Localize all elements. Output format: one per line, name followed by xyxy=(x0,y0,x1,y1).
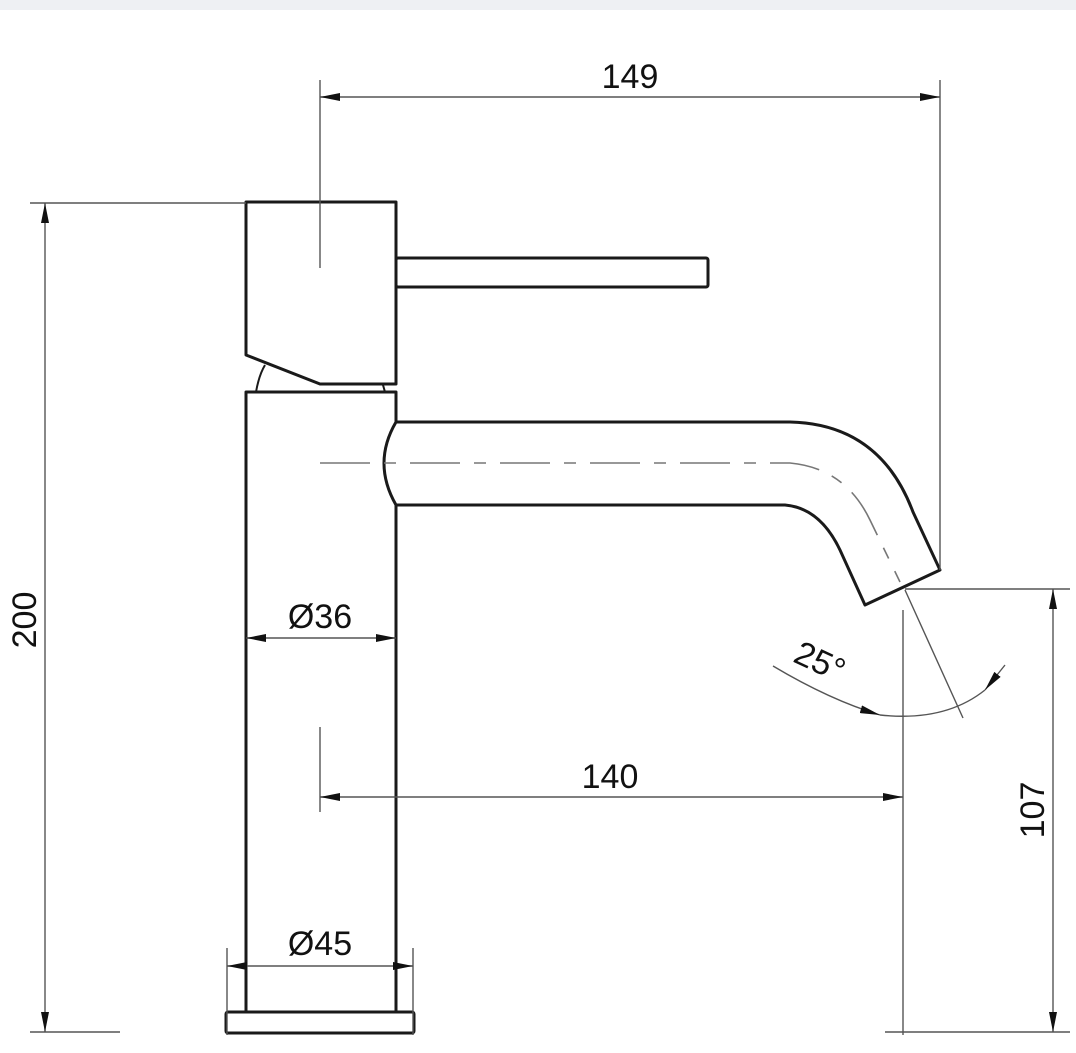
dimension-107: 107 xyxy=(885,588,1070,1033)
dimension-angle-25: 25° xyxy=(772,589,1006,719)
dimension-d45: Ø45 xyxy=(226,925,414,1035)
dimension-140-label: 140 xyxy=(582,758,639,796)
dimension-d36-label: Ø36 xyxy=(288,598,352,636)
dimension-angle-label: 25° xyxy=(788,634,851,690)
tap-base xyxy=(224,1010,416,1035)
dimension-107-label: 107 xyxy=(1014,782,1052,839)
dimension-200: 200 xyxy=(6,202,246,1033)
dimension-149: 149 xyxy=(319,58,941,570)
tap-spout xyxy=(382,420,942,607)
tap-handle-body xyxy=(244,200,398,393)
dimension-200-label: 200 xyxy=(6,592,44,649)
tap-lever xyxy=(394,256,710,289)
tap-body xyxy=(244,390,398,1012)
dimension-d45-label: Ø45 xyxy=(288,925,352,963)
spout-centerline xyxy=(320,462,901,583)
dimension-140: 140 xyxy=(319,610,904,1035)
dimension-149-label: 149 xyxy=(602,58,659,96)
dimension-d36: Ø36 xyxy=(246,598,396,642)
top-bar xyxy=(0,0,1076,10)
